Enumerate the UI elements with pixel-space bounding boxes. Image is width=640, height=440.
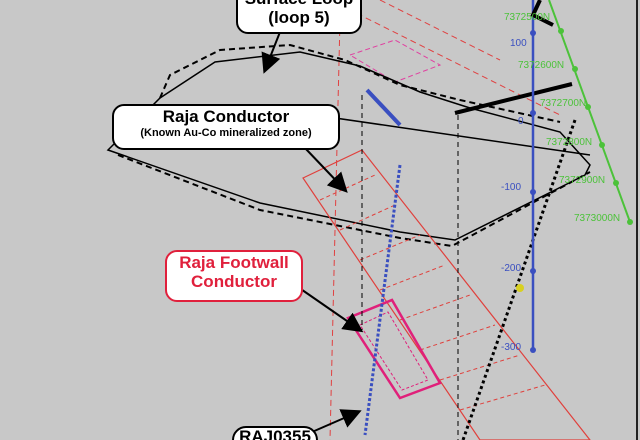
northing-label: 7373000N: [574, 213, 621, 224]
northing-label: 7372600N: [518, 60, 565, 71]
profile-line: [454, 82, 573, 115]
callout-arrows: [261, 31, 364, 433]
black-drillhole: [461, 119, 577, 440]
depth-label: -100: [501, 182, 522, 193]
surface-loop-callout: Surface Loop (loop 5): [236, 0, 362, 34]
drillhole-callout: RAJ0355: [232, 426, 318, 440]
northing-label: 7372800N: [546, 137, 593, 148]
northing-label: 7372700N: [540, 98, 587, 109]
raja-conductor-callout: Raja Conductor (Known Au-Co mineralized …: [112, 104, 340, 150]
northing-label: 7372500N: [504, 12, 551, 23]
depth-scale: [530, 0, 536, 353]
raj0355-drillhole: [363, 164, 402, 436]
drillhole-label: RAJ0355: [239, 427, 311, 440]
northing-line: [548, 0, 633, 225]
raja-footwall-callout: Raja Footwall Conductor: [165, 250, 303, 302]
raja-conductor-title: Raja Conductor: [162, 107, 290, 126]
yellow-marker: [516, 284, 524, 292]
depth-label: -300: [501, 342, 522, 353]
raja-footwall-plate: [346, 298, 442, 400]
surface-loop-title: Surface Loop: [238, 0, 360, 9]
raja-conductor-subtitle: (Known Au-Co mineralized zone): [140, 126, 312, 139]
northing-label: 7372900N: [559, 175, 606, 186]
north-arrow: [530, 0, 554, 27]
projection-lines: [361, 95, 459, 440]
depth-label: 100: [510, 38, 527, 49]
raja-conductor-plate: [302, 149, 591, 440]
blue-drillhole-upper: [365, 88, 402, 127]
pink-plate-outline: [348, 39, 442, 83]
depth-label: -200: [501, 263, 522, 274]
surface-loop-subtitle: (loop 5): [268, 7, 330, 27]
raja-footwall-line2: Conductor: [191, 271, 277, 291]
raja-footwall-line1: Raja Footwall: [179, 253, 289, 272]
depth-label: 0: [518, 116, 524, 127]
